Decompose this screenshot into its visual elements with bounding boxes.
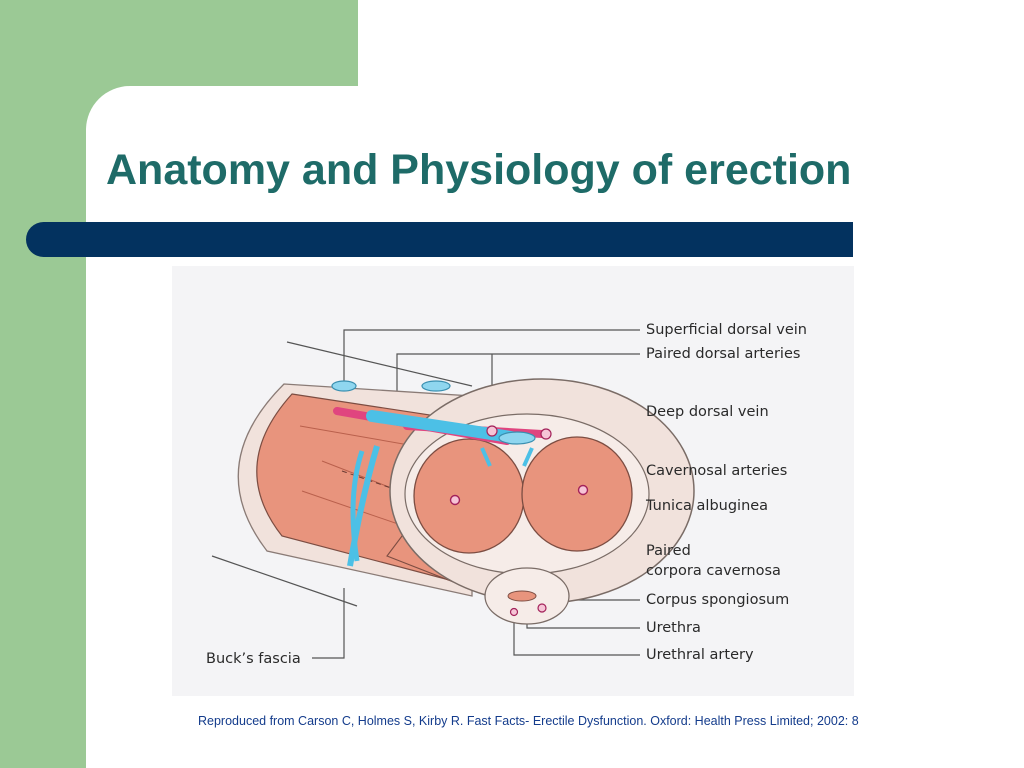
title-underline-bar	[26, 222, 853, 257]
label-urethral-artery: Urethral artery	[646, 647, 754, 663]
penis-cross-section-diagram: Superficial dorsal vein Paired dorsal ar…	[206, 322, 807, 667]
label-cavernosal-arteries: Cavernosal arteries	[646, 463, 787, 479]
label-paired-line1: Paired	[646, 543, 691, 559]
cavernosal-artery-right	[577, 484, 589, 496]
label-paired-dorsal-arteries: Paired dorsal arteries	[646, 346, 800, 362]
label-bucks-fascia: Buck’s fascia	[206, 651, 301, 667]
cavernosal-artery-left	[449, 494, 461, 506]
label-corpus-spongiosum: Corpus spongiosum	[646, 592, 789, 608]
corpora-cavernosa	[413, 436, 633, 554]
label-tunica-albuginea: Tunica albuginea	[645, 498, 768, 514]
figure-caption: Reproduced from Carson C, Holmes S, Kirb…	[198, 714, 859, 728]
label-paired-line2: corpora cavernosa	[646, 563, 781, 579]
label-urethra: Urethra	[646, 620, 701, 636]
anatomy-figure: Superficial dorsal vein Paired dorsal ar…	[172, 266, 854, 696]
label-deep-dorsal-vein: Deep dorsal vein	[646, 404, 769, 420]
dorsal-vessels	[331, 380, 552, 567]
slide-title: Anatomy and Physiology of erection	[106, 146, 852, 194]
corpus-spongiosum	[484, 567, 570, 625]
label-superficial-dorsal-vein: Superficial dorsal vein	[646, 322, 807, 338]
